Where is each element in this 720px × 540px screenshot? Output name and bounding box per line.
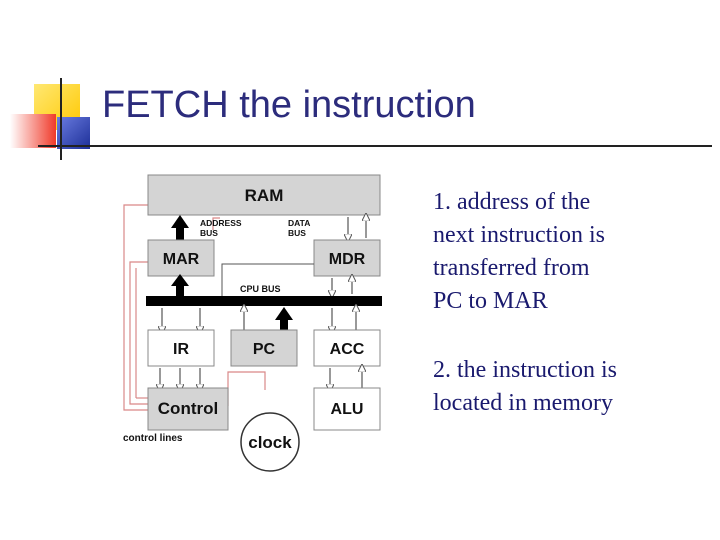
step-1-line: transferred from [433,255,590,281]
data-bus-label-2: BUS [288,228,306,238]
data-bus-label-1: DATA [288,218,310,228]
mdr-label: MDR [329,251,366,268]
step-1-line: PC to MAR [433,288,548,314]
control-label: Control [158,399,218,418]
alu-box [313,387,381,431]
address-bus-label-1: ADDRESS [200,218,242,228]
address-bus-arrow-head [171,215,189,228]
ir-box [147,329,215,367]
control-box [147,387,229,431]
cpu-bus-label: CPU BUS [240,284,281,294]
clock-label: clock [248,433,292,452]
ram-box [147,174,381,216]
clock-circle [240,412,300,472]
pc-label: PC [253,341,276,358]
step-2-text: 2. the instruction is located in memory [433,354,713,420]
acc-box [313,329,381,367]
ram-label: RAM [245,186,284,205]
slide-title: FETCH the instruction [102,84,476,126]
step-1-line: next instruction is [433,222,605,248]
address-bus-label-2: BUS [200,228,218,238]
accent-red-bar [10,114,56,148]
mar-label: MAR [163,251,200,268]
step-1-line: 1. address of the [433,189,591,215]
mar-box [147,239,215,277]
step-1-text: 1. address of the next instruction is tr… [433,186,713,318]
accent-blue-square [57,117,90,149]
step-2-line: 2. the instruction is [433,357,617,383]
control-lines-label: control lines [123,433,183,444]
mdr-box [313,239,381,277]
pc-box [230,329,298,367]
step-2-line: located in memory [433,390,613,416]
cpu-bus [146,296,382,306]
ir-label: IR [173,341,189,358]
acc-label: ACC [330,341,365,358]
alu-label: ALU [331,401,364,418]
control-line-paths [123,204,266,411]
